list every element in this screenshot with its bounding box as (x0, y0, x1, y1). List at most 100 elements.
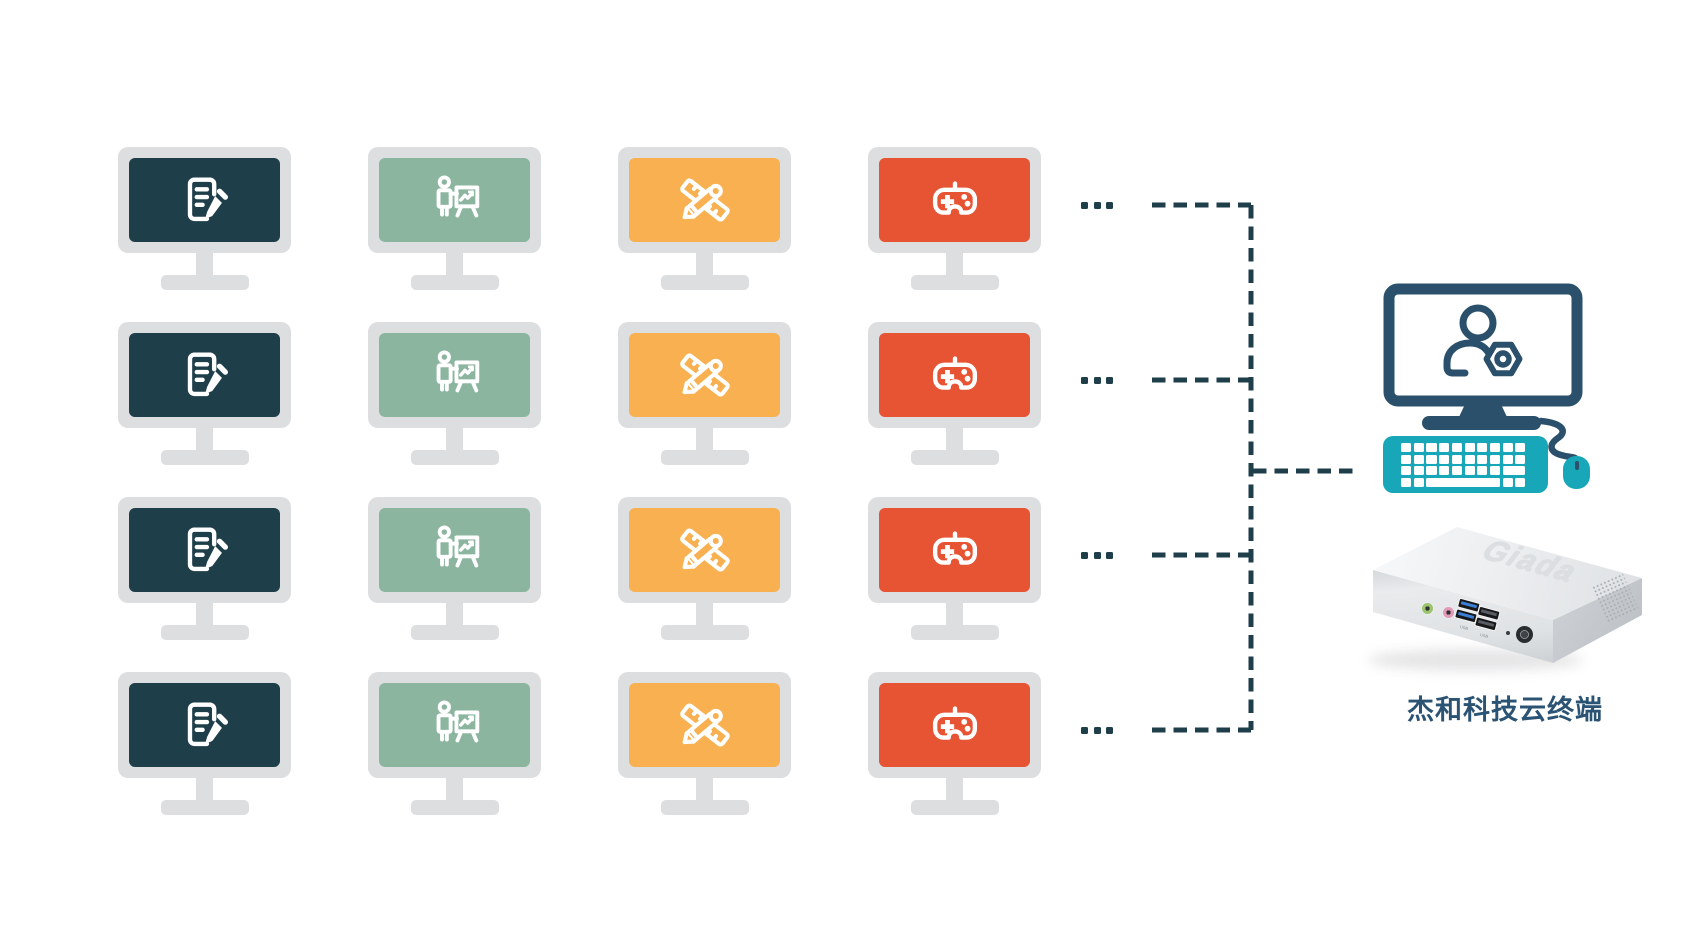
monitor-stand-neck (696, 602, 713, 627)
document-pencil-icon (187, 177, 228, 222)
workstation-monitor-office-document (118, 497, 291, 640)
monitor-stand-neck (946, 252, 963, 277)
workstation-monitor-gaming (868, 322, 1041, 465)
terminal-monitor-neck (1459, 400, 1507, 417)
monitor-stand-neck (946, 602, 963, 627)
workstation-monitor-presentation (368, 497, 541, 640)
mic-jack (1443, 607, 1454, 618)
monitor-stand-neck (696, 252, 713, 277)
monitor-stand-neck (196, 252, 213, 277)
usb-port (1475, 617, 1497, 631)
monitor-screen (379, 333, 530, 417)
ruler-pencil-icon (679, 178, 730, 222)
monitor-screen (629, 333, 780, 417)
keyboard-key (1401, 477, 1412, 487)
monitor-screen (629, 683, 780, 767)
terminal-monitor-base (1422, 416, 1541, 430)
monitor-stand-base (410, 450, 499, 465)
monitor-screen (129, 508, 280, 592)
monitor-stand-base (660, 800, 749, 815)
monitor-stand-neck (696, 427, 713, 452)
keyboard-key (1426, 477, 1501, 487)
mouse (1563, 456, 1590, 489)
audio-jack (1422, 603, 1433, 614)
keyboard-key (1401, 454, 1412, 464)
keyboard-key (1502, 454, 1513, 464)
monitor-screen (129, 158, 280, 242)
workstation-monitor-gaming (868, 672, 1041, 815)
terminal-monitor (1383, 283, 1583, 430)
ruler-pencil-icon (679, 528, 730, 572)
monitor-screen (129, 333, 280, 417)
monitor-screen (629, 158, 780, 242)
monitor-stand-neck (196, 427, 213, 452)
mini-pc-device: Giada USB USB (1368, 523, 1645, 675)
monitor-screen (379, 508, 530, 592)
monitor-stand-neck (196, 777, 213, 802)
ruler-pencil-icon (679, 703, 730, 747)
document-pencil-icon (187, 352, 228, 397)
monitor-screen (879, 158, 1030, 242)
keyboard-key (1426, 466, 1437, 476)
monitor-stand-neck (446, 602, 463, 627)
monitor-screen (379, 158, 530, 242)
gamepad-icon (932, 531, 977, 565)
monitor-screen (879, 508, 1030, 592)
presentation-chart-icon (436, 350, 479, 393)
row-ellipsis-dots (1081, 726, 1113, 734)
keyboard-key (1489, 454, 1501, 464)
keyboard-key (1451, 466, 1462, 476)
monitor-stand-base (660, 450, 749, 465)
monitor-stand-base (660, 275, 749, 290)
monitor-stand-neck (446, 427, 463, 452)
keyboard-key (1451, 443, 1462, 453)
workstation-monitor-presentation (368, 147, 541, 290)
keyboard-key (1477, 454, 1488, 464)
monitor-stand-base (910, 450, 999, 465)
workstation-monitor-presentation (368, 322, 541, 465)
monitor-screen (129, 683, 280, 767)
monitor-stand-neck (446, 777, 463, 802)
workstation-monitor-office-document (118, 322, 291, 465)
monitor-stand-base (660, 625, 749, 640)
monitor-stand-neck (946, 427, 963, 452)
keyboard-key (1502, 477, 1513, 487)
workstation-monitor-design-drafting (618, 147, 791, 290)
user-gear-icon (1443, 304, 1523, 377)
keyboard-key (1439, 466, 1450, 476)
monitor-stand-base (410, 800, 499, 815)
power-button (1516, 626, 1533, 643)
monitor-screen (879, 683, 1030, 767)
monitor-screen (379, 683, 530, 767)
monitor-stand-neck (696, 777, 713, 802)
presentation-chart-icon (436, 175, 479, 218)
monitor-stand-base (410, 625, 499, 640)
terminal-label: 杰和科技云终端 (1407, 695, 1603, 725)
keyboard-key (1464, 454, 1475, 464)
keyboard-key (1413, 454, 1424, 464)
monitor-stand-neck (946, 777, 963, 802)
keyboard-key (1401, 466, 1412, 476)
monitor-stand-base (160, 450, 249, 465)
row-ellipsis-dots (1081, 201, 1113, 209)
row-ellipsis-dots (1081, 376, 1113, 384)
keyboard-key (1515, 477, 1526, 487)
gamepad-icon (932, 706, 977, 740)
workstation-monitor-design-drafting (618, 672, 791, 815)
keyboard-key (1401, 443, 1412, 453)
keyboard-key (1439, 443, 1450, 453)
monitor-stand-base (910, 275, 999, 290)
document-pencil-icon (187, 527, 228, 572)
monitor-stand-base (160, 275, 249, 290)
keyboard-key (1426, 454, 1437, 464)
monitor-stand-base (910, 800, 999, 815)
keyboard-key (1464, 443, 1475, 453)
workstation-monitor-gaming (868, 497, 1041, 640)
keyboard-key (1426, 443, 1437, 453)
keyboard-key (1477, 466, 1488, 476)
keyboard-key (1451, 454, 1462, 464)
ruler-pencil-icon (679, 353, 730, 397)
keyboard-key (1413, 477, 1424, 487)
monitor-stand-base (410, 275, 499, 290)
